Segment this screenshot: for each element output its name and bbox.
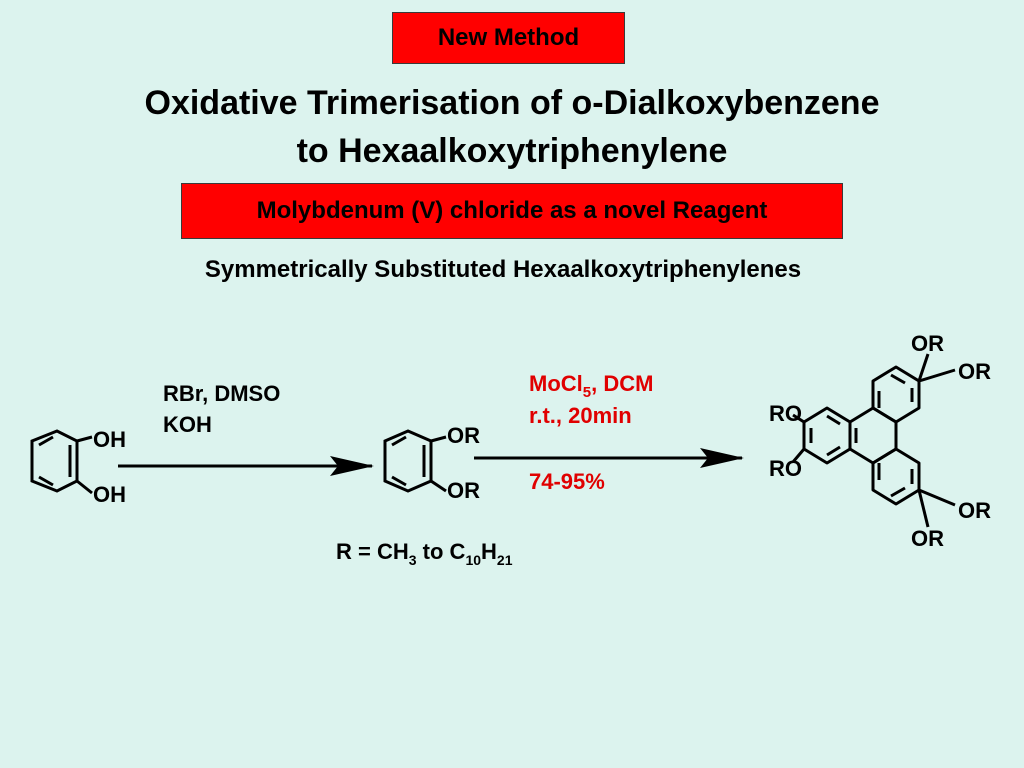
catechol-oh-bottom: OH [93, 482, 126, 507]
reagent-subtitle: Molybdenum (V) chloride as a novel Reage… [256, 197, 768, 224]
title-line-2: to Hexaalkoxytriphenylene [296, 132, 728, 170]
catechol-oh-top: OH [93, 427, 126, 452]
product-or-bottom-left: OR [911, 526, 944, 551]
step2-reagent: MoCl5, DCM [529, 371, 653, 401]
product-ro-left-top: RO [769, 401, 802, 426]
triphenylene-structure [791, 353, 956, 528]
intermediate-or-bottom: OR [447, 478, 480, 503]
step1-conditions-line1: RBr, DMSO [163, 381, 280, 406]
product-or-top-left: OR [911, 331, 944, 356]
step2-conditions-line2: r.t., 20min [529, 403, 632, 428]
product-or-bottom-right: OR [958, 498, 991, 523]
product-ro-left-bottom: RO [769, 456, 802, 481]
step1-conditions-line2: KOH [163, 412, 212, 437]
step2-yield: 74-95% [529, 469, 605, 494]
dialkoxybenzene-structure [383, 429, 447, 493]
badge-label: New Method [437, 24, 580, 51]
r-group-definition: R = CH3 to C10H21 [336, 539, 513, 568]
intermediate-or-top: OR [447, 423, 480, 448]
catechol-structure [30, 429, 93, 495]
new-method-badge: New Method [392, 12, 625, 64]
product-or-top-right: OR [958, 359, 991, 384]
section-heading: Symmetrically Substituted Hexaalkoxytrip… [204, 256, 802, 283]
reagent-subtitle-box: Molybdenum (V) chloride as a novel Reage… [181, 183, 843, 239]
title-line-1: Oxidative Trimerisation of o-Dialkoxyben… [144, 84, 880, 122]
